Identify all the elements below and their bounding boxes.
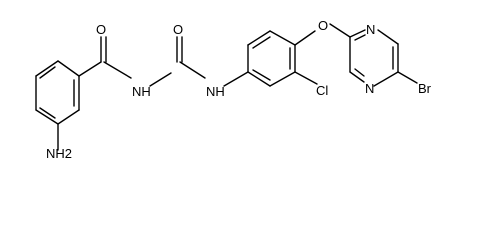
chlorine-bond — [294, 71, 318, 85]
carbonyl-oxygen-1: O — [96, 22, 106, 37]
chemical-structure-canvas: O O NH NH NH2 Cl O N N Br — [35, 18, 432, 160]
bromine-bond — [397, 71, 418, 84]
structure-diagram: O O NH NH NH2 Cl O N N Br — [35, 18, 432, 160]
chlorine-label: Cl — [316, 83, 328, 98]
amine-label: NH2 — [46, 146, 72, 160]
imide-nh-label: NH — [132, 84, 151, 99]
pyrimidine-nitrogen-top: N — [366, 22, 375, 37]
amide-bond-1 — [103, 61, 132, 79]
pyrimidine-nitrogen-bottom: N — [365, 81, 374, 96]
imide-bond — [149, 72, 172, 87]
urea-nh-label: NH — [206, 84, 225, 99]
urea-bond — [179, 61, 206, 79]
ether-bond-1 — [294, 30, 316, 46]
pyrimidine-ring — [349, 29, 399, 87]
carbonyl-oxygen-2: O — [173, 22, 183, 37]
aminophenyl-ring — [35, 60, 80, 125]
ether-oxygen-label: O — [318, 18, 328, 33]
chlorophenyl-ring — [247, 30, 296, 87]
bromine-label: Br — [418, 81, 432, 96]
ether-bond-2 — [329, 23, 351, 38]
aryl-carbonyl-bond — [78, 61, 102, 77]
anilide-bond — [223, 71, 249, 87]
